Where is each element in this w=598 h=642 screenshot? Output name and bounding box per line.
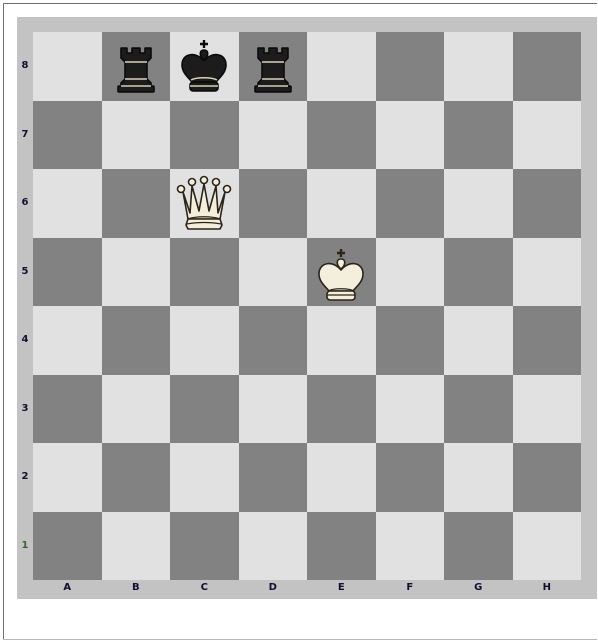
square-f1[interactable]	[376, 512, 445, 581]
file-label-c: C	[170, 582, 239, 593]
square-g2[interactable]	[444, 443, 513, 512]
square-g3[interactable]	[444, 375, 513, 444]
black-rook-icon[interactable]	[243, 36, 303, 96]
square-e4[interactable]	[307, 306, 376, 375]
square-d8[interactable]	[239, 32, 308, 101]
square-f5[interactable]	[376, 238, 445, 307]
square-a1[interactable]	[33, 512, 102, 581]
square-h8[interactable]	[513, 32, 582, 101]
square-e2[interactable]	[307, 443, 376, 512]
rank-label-7: 7	[17, 129, 33, 140]
square-b2[interactable]	[102, 443, 171, 512]
square-e6[interactable]	[307, 169, 376, 238]
square-b7[interactable]	[102, 101, 171, 170]
square-c8[interactable]	[170, 32, 239, 101]
square-a4[interactable]	[33, 306, 102, 375]
file-label-d: D	[239, 582, 308, 593]
square-f7[interactable]	[376, 101, 445, 170]
square-h2[interactable]	[513, 443, 582, 512]
square-g8[interactable]	[444, 32, 513, 101]
rank-label-2: 2	[17, 471, 33, 482]
rank-label-3: 3	[17, 403, 33, 414]
square-g1[interactable]	[444, 512, 513, 581]
square-a5[interactable]	[33, 238, 102, 307]
white-queen-icon[interactable]	[174, 173, 234, 233]
square-a2[interactable]	[33, 443, 102, 512]
square-d5[interactable]	[239, 238, 308, 307]
rank-label-4: 4	[17, 334, 33, 345]
square-d7[interactable]	[239, 101, 308, 170]
rank-label-1: 1	[17, 540, 33, 551]
square-h1[interactable]	[513, 512, 582, 581]
square-a8[interactable]	[33, 32, 102, 101]
square-d4[interactable]	[239, 306, 308, 375]
square-g6[interactable]	[444, 169, 513, 238]
square-e7[interactable]	[307, 101, 376, 170]
square-c2[interactable]	[170, 443, 239, 512]
chess-board[interactable]	[33, 32, 581, 580]
square-b8[interactable]	[102, 32, 171, 101]
square-f3[interactable]	[376, 375, 445, 444]
file-label-g: G	[444, 582, 513, 593]
square-d6[interactable]	[239, 169, 308, 238]
square-d1[interactable]	[239, 512, 308, 581]
square-f6[interactable]	[376, 169, 445, 238]
square-b5[interactable]	[102, 238, 171, 307]
square-f8[interactable]	[376, 32, 445, 101]
square-g5[interactable]	[444, 238, 513, 307]
square-e1[interactable]	[307, 512, 376, 581]
square-a6[interactable]	[33, 169, 102, 238]
square-h3[interactable]	[513, 375, 582, 444]
square-b6[interactable]	[102, 169, 171, 238]
square-f4[interactable]	[376, 306, 445, 375]
square-e5[interactable]	[307, 238, 376, 307]
square-g7[interactable]	[444, 101, 513, 170]
square-c4[interactable]	[170, 306, 239, 375]
square-c1[interactable]	[170, 512, 239, 581]
rank-label-8: 8	[17, 60, 33, 71]
file-label-b: B	[102, 582, 171, 593]
square-a7[interactable]	[33, 101, 102, 170]
square-b1[interactable]	[102, 512, 171, 581]
square-c3[interactable]	[170, 375, 239, 444]
square-b3[interactable]	[102, 375, 171, 444]
rank-label-6: 6	[17, 197, 33, 208]
square-c7[interactable]	[170, 101, 239, 170]
file-label-f: F	[376, 582, 445, 593]
square-e3[interactable]	[307, 375, 376, 444]
square-d2[interactable]	[239, 443, 308, 512]
rank-label-5: 5	[17, 266, 33, 277]
square-d3[interactable]	[239, 375, 308, 444]
square-b4[interactable]	[102, 306, 171, 375]
square-e8[interactable]	[307, 32, 376, 101]
square-c5[interactable]	[170, 238, 239, 307]
square-c6[interactable]	[170, 169, 239, 238]
square-a3[interactable]	[33, 375, 102, 444]
file-label-e: E	[307, 582, 376, 593]
square-g4[interactable]	[444, 306, 513, 375]
black-rook-icon[interactable]	[106, 36, 166, 96]
square-h5[interactable]	[513, 238, 582, 307]
square-h7[interactable]	[513, 101, 582, 170]
black-king-icon[interactable]	[174, 36, 234, 96]
frame-divider	[3, 639, 597, 640]
square-h6[interactable]	[513, 169, 582, 238]
square-f2[interactable]	[376, 443, 445, 512]
square-h4[interactable]	[513, 306, 582, 375]
file-label-h: H	[513, 582, 582, 593]
file-label-a: A	[33, 582, 102, 593]
white-king-icon[interactable]	[311, 245, 371, 305]
